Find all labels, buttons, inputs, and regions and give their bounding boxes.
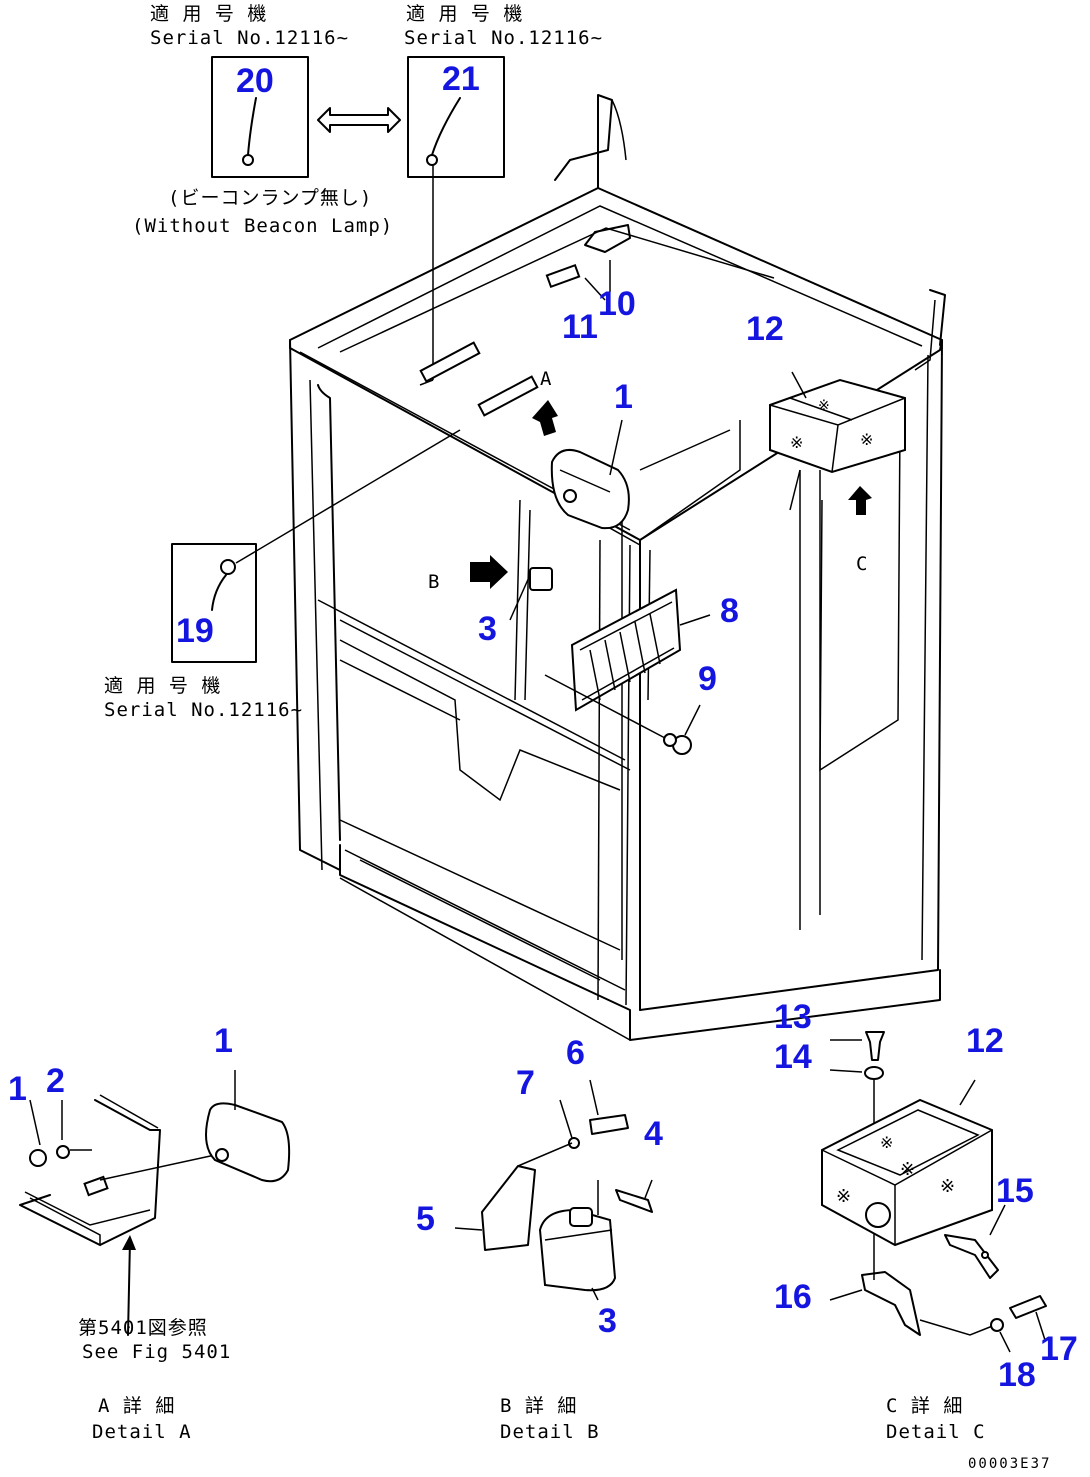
callout-10: 10 <box>598 285 636 323</box>
callout-detail-c-16: 16 <box>774 1278 812 1316</box>
callout-21: 21 <box>442 60 480 98</box>
callout-detail-b-5: 5 <box>416 1200 435 1238</box>
svg-text:※: ※ <box>880 1133 893 1152</box>
callout-detail-c-12: 12 <box>966 1022 1004 1060</box>
view-letter-b: B <box>428 571 440 593</box>
lamp-3-main <box>509 567 553 621</box>
detail-b-title-en: Detail B <box>500 1421 600 1443</box>
mid-serial-label: Serial No.12116~ <box>104 699 303 721</box>
serial-box-19 <box>171 429 461 663</box>
svg-text:※: ※ <box>836 1186 851 1207</box>
beacon-en-label: (Without Beacon Lamp) <box>132 215 393 237</box>
callout-8: 8 <box>720 592 739 630</box>
callout-detail-c-15: 15 <box>996 1172 1034 1210</box>
mid-applicable-label: 適 用 号 機 <box>104 675 221 697</box>
drawing-code: 00003E37 <box>968 1456 1051 1472</box>
view-letter-a: A <box>540 368 552 390</box>
svg-text:※: ※ <box>940 1176 955 1197</box>
view-letter-c: C <box>856 553 868 575</box>
view-arrow-c: C <box>848 486 872 575</box>
right-serial-label: Serial No.12116~ <box>404 27 603 49</box>
svg-text:※: ※ <box>790 433 803 452</box>
svg-text:※: ※ <box>860 430 873 449</box>
callout-9: 9 <box>698 660 717 698</box>
mirror-main <box>550 419 630 530</box>
detail-b-title-jp: B 詳 細 <box>500 1395 577 1417</box>
callout-19: 19 <box>176 612 214 650</box>
detail-a: 第5401図参照 See Fig 5401 A 詳 細 Detail A <box>19 1070 291 1443</box>
serial-box-right: 適 用 号 機 Serial No.12116~ <box>404 3 603 178</box>
detail-c: ※ ※ ※ ※ C 詳 細 Detail C <box>821 1031 1047 1443</box>
view-arrow-b: B <box>428 555 508 593</box>
interchange-arrow <box>317 107 401 133</box>
roof-plates <box>419 341 539 417</box>
callout-detail-c-13: 13 <box>774 998 812 1036</box>
grille-8 <box>570 588 711 712</box>
callout-detail-c-18: 18 <box>998 1356 1036 1394</box>
callout-detail-a-1b: 1 <box>214 1022 233 1060</box>
callout-11: 11 <box>562 308 598 346</box>
callout-1-main: 1 <box>614 378 633 416</box>
detail-a-title-jp: A 詳 細 <box>98 1395 175 1417</box>
detail-b: B 詳 細 Detail B <box>454 1079 653 1443</box>
callout-detail-a-2: 2 <box>46 1062 65 1100</box>
detail-c-title-en: Detail C <box>886 1421 986 1443</box>
detail-a-ref-jp: 第5401図参照 <box>78 1317 208 1339</box>
callout-3-main: 3 <box>478 610 497 648</box>
bolt-9 <box>544 674 701 755</box>
callout-12-main: 12 <box>746 310 784 348</box>
left-serial-label: Serial No.12116~ <box>150 27 349 49</box>
beacon-jp-label: (ビーコンランプ無し) <box>168 187 372 209</box>
right-applicable-label: 適 用 号 機 <box>406 3 523 25</box>
roof-bracket-10-11 <box>545 224 631 301</box>
callout-detail-b-6: 6 <box>566 1034 585 1072</box>
callout-detail-a-1a: 1 <box>8 1070 27 1108</box>
detail-c-title-jp: C 詳 細 <box>886 1395 963 1417</box>
callout-detail-b-7: 7 <box>516 1064 535 1102</box>
left-applicable-label: 適 用 号 機 <box>150 3 267 25</box>
detail-a-title-en: Detail A <box>92 1421 192 1443</box>
view-arrow-a: A <box>532 368 558 436</box>
lamp-box-main: ※ ※ ※ <box>769 371 906 511</box>
svg-text:※: ※ <box>900 1159 915 1180</box>
callouts: 20 21 10 11 12 1 19 3 8 9 1 1 2 6 7 4 5 … <box>8 60 1078 1394</box>
callout-detail-b-4: 4 <box>644 1115 663 1153</box>
callout-20: 20 <box>236 62 274 100</box>
callout-detail-c-17: 17 <box>1040 1330 1078 1368</box>
callout-detail-b-3: 3 <box>598 1302 617 1340</box>
detail-a-ref-en: See Fig 5401 <box>82 1341 231 1363</box>
serial-box-left: 適 用 号 機 Serial No.12116~ <box>150 3 349 178</box>
svg-text:※: ※ <box>818 398 830 414</box>
callout-detail-c-14: 14 <box>774 1038 812 1076</box>
